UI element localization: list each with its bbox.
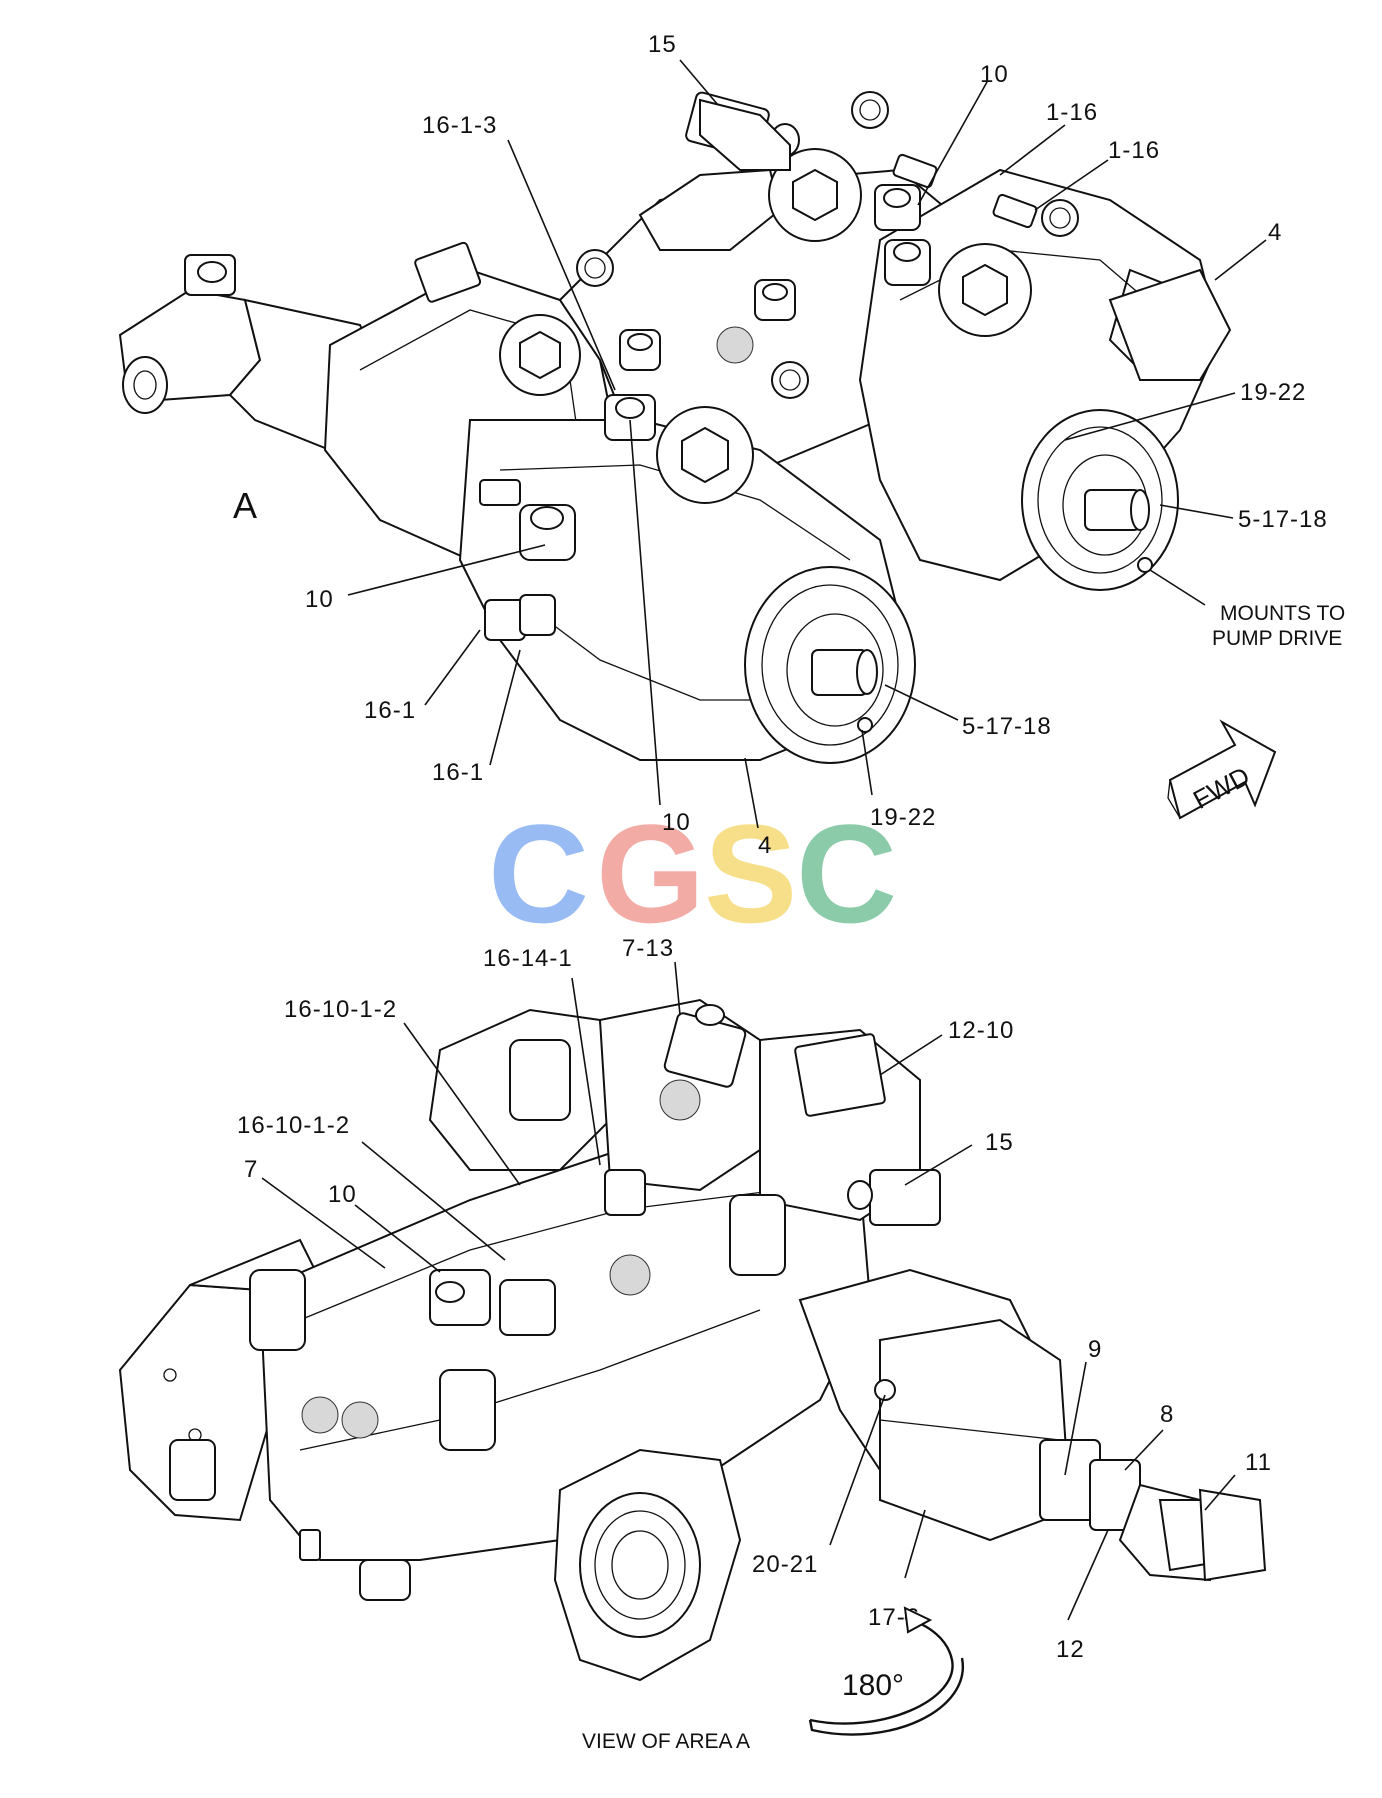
- connectors-bottom: [299, 1004, 941, 1561]
- watermark: C G S C: [488, 795, 897, 952]
- watermark-letter-2: G: [596, 795, 705, 952]
- callout-label: 20-21: [752, 1551, 818, 1578]
- area-a-label: A: [233, 485, 257, 526]
- solenoid-coils-top: [576, 91, 1079, 399]
- callout-label: 16-14-1: [483, 945, 573, 972]
- output-flange-rear: [1021, 409, 1179, 591]
- bottom-pump-assembly: [118, 998, 1267, 1682]
- rotation-label: 180°: [842, 1669, 904, 1702]
- leader-lines: [261, 59, 1267, 1621]
- callout-label: 16-10-1-2: [237, 1112, 350, 1139]
- callout-label: 16-1: [432, 759, 484, 786]
- rotation-arrow-icon: 180°: [808, 1606, 964, 1736]
- hex-cover-right: [938, 243, 1032, 337]
- callout-label: 16-1-3: [422, 112, 497, 139]
- plugs-top: [519, 184, 931, 561]
- watermark-letter-4: C: [796, 795, 897, 952]
- callout-label: 10: [662, 809, 691, 836]
- callout-label: 19-22: [870, 804, 936, 831]
- callout-label: 10: [328, 1181, 357, 1208]
- callout-label: 11: [1245, 1449, 1272, 1476]
- callout-label: 12-10: [948, 1017, 1014, 1044]
- mount-note: MOUNTS TO PUMP DRIVE: [1212, 602, 1345, 650]
- callout-label: 1-16: [1046, 99, 1098, 126]
- hex-cover-left: [499, 314, 581, 396]
- callout-label: 16-10-1-2: [284, 996, 397, 1023]
- callout-label: 10: [305, 586, 334, 613]
- solenoid-coils-bottom: [169, 1039, 786, 1601]
- callout-label: 15: [648, 31, 677, 58]
- callout-label: 4: [1268, 219, 1282, 246]
- callout-label: 4: [758, 832, 772, 859]
- callout-label: 10: [980, 61, 1009, 88]
- mount-note-line-2: PUMP DRIVE: [1212, 627, 1342, 650]
- top-pump-assembly: [118, 91, 1232, 764]
- callout-label: 7: [244, 1156, 258, 1183]
- watermark-letter-1: C: [488, 795, 589, 952]
- connector-top: [479, 98, 1038, 641]
- view-of-area-label: VIEW OF AREA A: [582, 1730, 750, 1753]
- hex-cover-center: [656, 406, 754, 504]
- callout-label: 5-17-18: [962, 713, 1052, 740]
- callout-label: 15: [985, 1129, 1014, 1156]
- output-flange-front: [744, 566, 916, 764]
- callout-label: 16-1: [364, 697, 416, 724]
- mount-note-line-1: MOUNTS TO: [1220, 602, 1345, 625]
- callout-label: 19-22: [1240, 379, 1306, 406]
- callout-label: 9: [1088, 1336, 1102, 1363]
- fwd-arrow-icon: FWD: [1167, 719, 1277, 820]
- hex-cover-top: [768, 148, 862, 242]
- callout-label: 7-13: [622, 935, 674, 962]
- watermark-letter-3: S: [704, 795, 797, 952]
- callouts-top: 15 10 1-16 1-16 16-1-3 4 19-22 5-17-18 1…: [305, 31, 1328, 859]
- callout-label: 5-17-18: [1238, 506, 1328, 533]
- callouts-bottom: 16-14-1 7-13 12-10 16-10-1-2 16-10-1-2 1…: [237, 935, 1272, 1663]
- callout-label: 8: [1160, 1401, 1174, 1428]
- callout-label: 12: [1056, 1636, 1085, 1663]
- callout-label: 1-16: [1108, 137, 1160, 164]
